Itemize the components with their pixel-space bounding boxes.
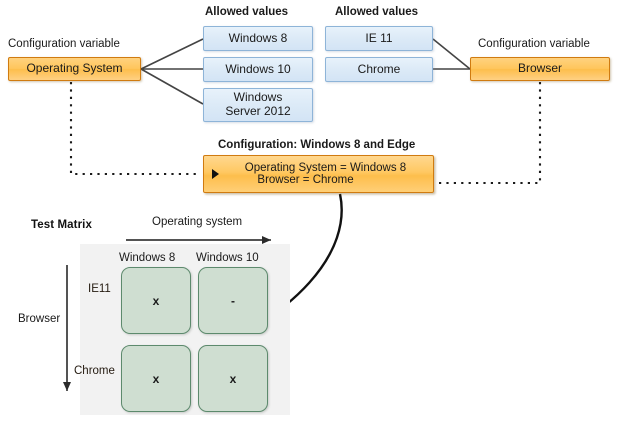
browser-connector-lines: [432, 38, 471, 70]
matrix-cell-chrome-windows-10[interactable]: x: [198, 345, 268, 412]
matrix-x-axis-label: Operating system: [152, 216, 243, 228]
browser-allowed-values-caption: Allowed values: [335, 6, 419, 18]
configuration-line-os: Operating System = Windows 8: [244, 162, 407, 174]
configuration-line-browser: Browser = Chrome: [257, 174, 354, 186]
os-to-config-dotted: [69, 82, 200, 176]
matrix-row-header-chrome: Chrome: [74, 365, 115, 377]
os-allowed-value-windows-10[interactable]: Windows 10: [203, 57, 313, 82]
matrix-row-header-ie11: IE11: [88, 283, 111, 295]
matrix-column-header-windows-10: Windows 10: [196, 252, 259, 264]
configuration-caption: Configuration: Windows 8 and Edge: [218, 139, 416, 151]
os-connector-lines: [140, 38, 204, 105]
matrix-cell-ie11-windows-10[interactable]: -: [198, 267, 268, 334]
matrix-cell-ie11-windows-8[interactable]: x: [121, 267, 191, 334]
browser-allowed-value-chrome[interactable]: Chrome: [325, 57, 433, 82]
os-allowed-value-windows-server-2012[interactable]: Windows Server 2012: [203, 88, 313, 122]
configuration-box[interactable]: Operating System = Windows 8 Browser = C…: [203, 155, 434, 193]
play-triangle-icon: [212, 169, 219, 179]
browser-variable-box[interactable]: Browser: [470, 57, 610, 81]
os-variable-box[interactable]: Operating System: [8, 57, 141, 81]
browser-allowed-value-ie-11[interactable]: IE 11: [325, 26, 433, 51]
test-matrix-title: Test Matrix: [31, 219, 92, 231]
matrix-column-header-windows-8: Windows 8: [119, 252, 176, 264]
matrix-y-axis-label: Browser: [18, 313, 61, 325]
os-allowed-values-caption: Allowed values: [205, 6, 289, 18]
matrix-cell-chrome-windows-8[interactable]: x: [121, 345, 191, 412]
os-allowed-value-windows-8[interactable]: Windows 8: [203, 26, 313, 51]
browser-configuration-variable-caption: Configuration variable: [478, 38, 590, 50]
os-configuration-variable-caption: Configuration variable: [8, 38, 120, 50]
